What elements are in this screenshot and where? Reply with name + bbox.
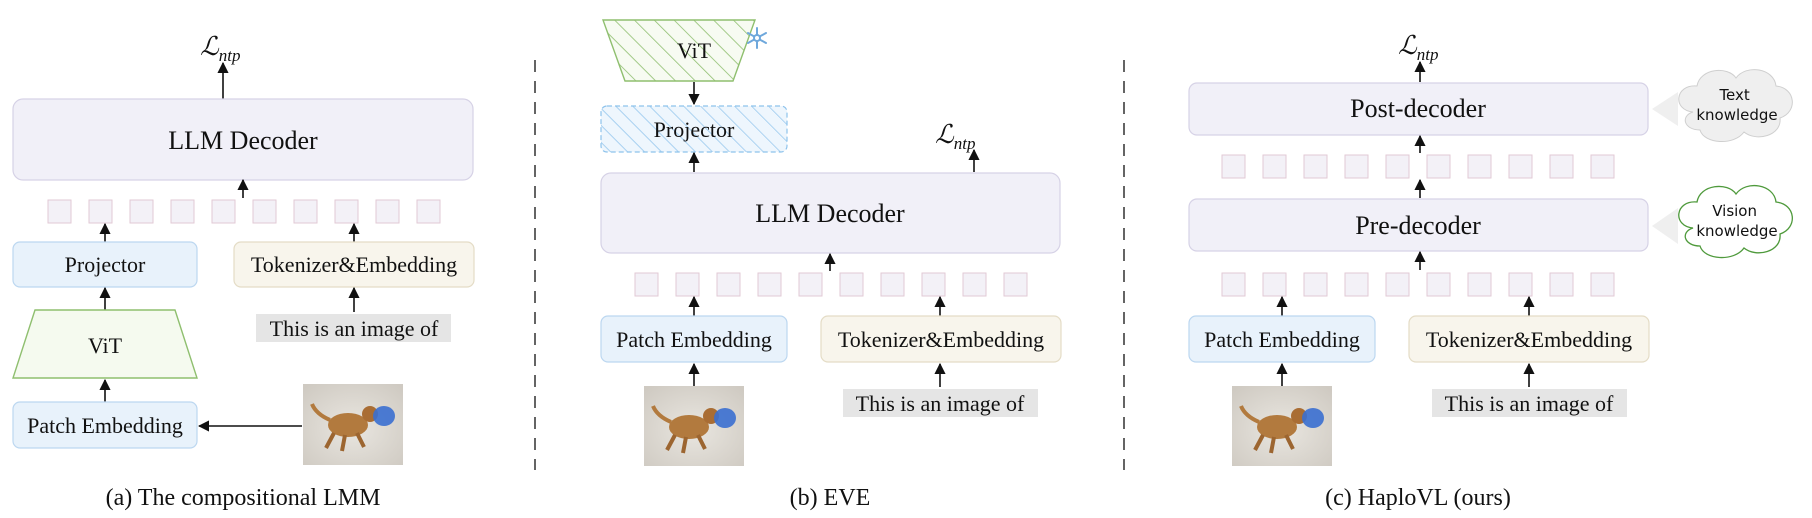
token bbox=[757, 272, 782, 297]
patch-embedding-label-c: Patch Embedding bbox=[1204, 327, 1360, 352]
vision-knowledge-label: Vision knowledge bbox=[1696, 202, 1777, 240]
token bbox=[1426, 154, 1451, 179]
text-input-b: This is an image of bbox=[856, 391, 1025, 416]
token bbox=[1262, 272, 1287, 297]
tokenizer-box-c bbox=[1408, 315, 1650, 363]
patch-embedding-box-c bbox=[1188, 315, 1376, 363]
token bbox=[375, 199, 400, 224]
caption-a: (a) The compositional LMM bbox=[106, 485, 381, 511]
projector-label-b: Projector bbox=[654, 117, 735, 142]
token bbox=[1590, 154, 1615, 179]
token bbox=[1303, 154, 1328, 179]
token bbox=[921, 272, 946, 297]
panel-c: ℒntp Post-decoder Text knowledge bbox=[1188, 31, 1793, 511]
knowledge-pointer-text bbox=[1652, 92, 1678, 126]
dog-image-a bbox=[303, 384, 403, 465]
tokenizer-label-a: Tokenizer&Embedding bbox=[251, 252, 457, 277]
text-input-highlight-c bbox=[1432, 389, 1627, 417]
token bbox=[1262, 154, 1287, 179]
loss-label-b: ℒntp bbox=[935, 120, 975, 153]
text-input-a: This is an image of bbox=[270, 316, 439, 341]
llm-decoder-label-b: LLM Decoder bbox=[755, 199, 905, 228]
caption-b: (b) EVE bbox=[790, 485, 871, 511]
vit-label-b: ViT bbox=[677, 38, 712, 63]
token bbox=[1385, 272, 1410, 297]
knowledge-pointer-vision bbox=[1652, 208, 1678, 244]
token-row-c-middle bbox=[1221, 154, 1615, 179]
loss-label-a: ℒntp bbox=[200, 32, 240, 65]
token bbox=[334, 199, 359, 224]
token bbox=[1344, 154, 1369, 179]
token bbox=[634, 272, 659, 297]
token bbox=[1508, 154, 1533, 179]
token bbox=[1549, 272, 1574, 297]
text-input-highlight-a bbox=[256, 314, 451, 342]
token bbox=[1508, 272, 1533, 297]
patch-embedding-label-a: Patch Embedding bbox=[27, 413, 183, 438]
vit-trapezoid-b bbox=[602, 19, 756, 82]
token bbox=[1385, 154, 1410, 179]
patch-embedding-label-b: Patch Embedding bbox=[616, 327, 772, 352]
vit-trapezoid-a bbox=[12, 309, 198, 379]
text-knowledge-cloud bbox=[1678, 69, 1793, 142]
token bbox=[88, 199, 113, 224]
tokenizer-label-b: Tokenizer&Embedding bbox=[838, 327, 1044, 352]
llm-decoder-label-a: LLM Decoder bbox=[168, 126, 318, 155]
text-knowledge-label: Text knowledge bbox=[1696, 86, 1777, 124]
vision-knowledge-cloud bbox=[1678, 184, 1793, 259]
loss-label-c: ℒntp bbox=[1398, 31, 1438, 64]
token bbox=[880, 272, 905, 297]
token bbox=[1590, 272, 1615, 297]
caption-c: (c) HaploVL (ours) bbox=[1325, 485, 1511, 511]
token bbox=[293, 199, 318, 224]
token bbox=[1426, 272, 1451, 297]
token bbox=[839, 272, 864, 297]
token bbox=[1221, 154, 1246, 179]
token bbox=[1221, 272, 1246, 297]
text-input-c: This is an image of bbox=[1445, 391, 1614, 416]
token bbox=[1003, 272, 1028, 297]
tokenizer-box-b bbox=[820, 315, 1062, 363]
token bbox=[47, 199, 72, 224]
projector-label-a: Projector bbox=[65, 252, 146, 277]
token bbox=[716, 272, 741, 297]
token bbox=[129, 199, 154, 224]
vit-label-a: ViT bbox=[88, 333, 123, 358]
token bbox=[1467, 154, 1492, 179]
token-row-b bbox=[634, 272, 1028, 297]
patch-embedding-box-b bbox=[600, 315, 788, 363]
text-input-highlight-b bbox=[843, 389, 1038, 417]
pre-decoder-label-c: Pre-decoder bbox=[1355, 211, 1481, 240]
post-decoder-label-c: Post-decoder bbox=[1350, 94, 1486, 123]
token bbox=[675, 272, 700, 297]
token bbox=[170, 199, 195, 224]
token bbox=[1549, 154, 1574, 179]
snowflake-icon bbox=[747, 27, 767, 49]
token-row-c-bottom bbox=[1221, 272, 1615, 297]
panel-a: ℒntp LLM Decoder Projector Tokenizer&Emb… bbox=[12, 32, 475, 511]
token-row-a bbox=[47, 199, 441, 224]
token bbox=[211, 199, 236, 224]
token bbox=[1467, 272, 1492, 297]
token bbox=[252, 199, 277, 224]
token bbox=[798, 272, 823, 297]
patch-embedding-box-a bbox=[12, 401, 198, 449]
panel-b: ViT Projector ℒntp LLM Decoder bbox=[600, 19, 1062, 511]
dog-image-c bbox=[1232, 386, 1332, 466]
token bbox=[416, 199, 441, 224]
token bbox=[1303, 272, 1328, 297]
dog-image-b bbox=[644, 386, 744, 466]
tokenizer-label-c: Tokenizer&Embedding bbox=[1426, 327, 1632, 352]
token bbox=[962, 272, 987, 297]
token bbox=[1344, 272, 1369, 297]
